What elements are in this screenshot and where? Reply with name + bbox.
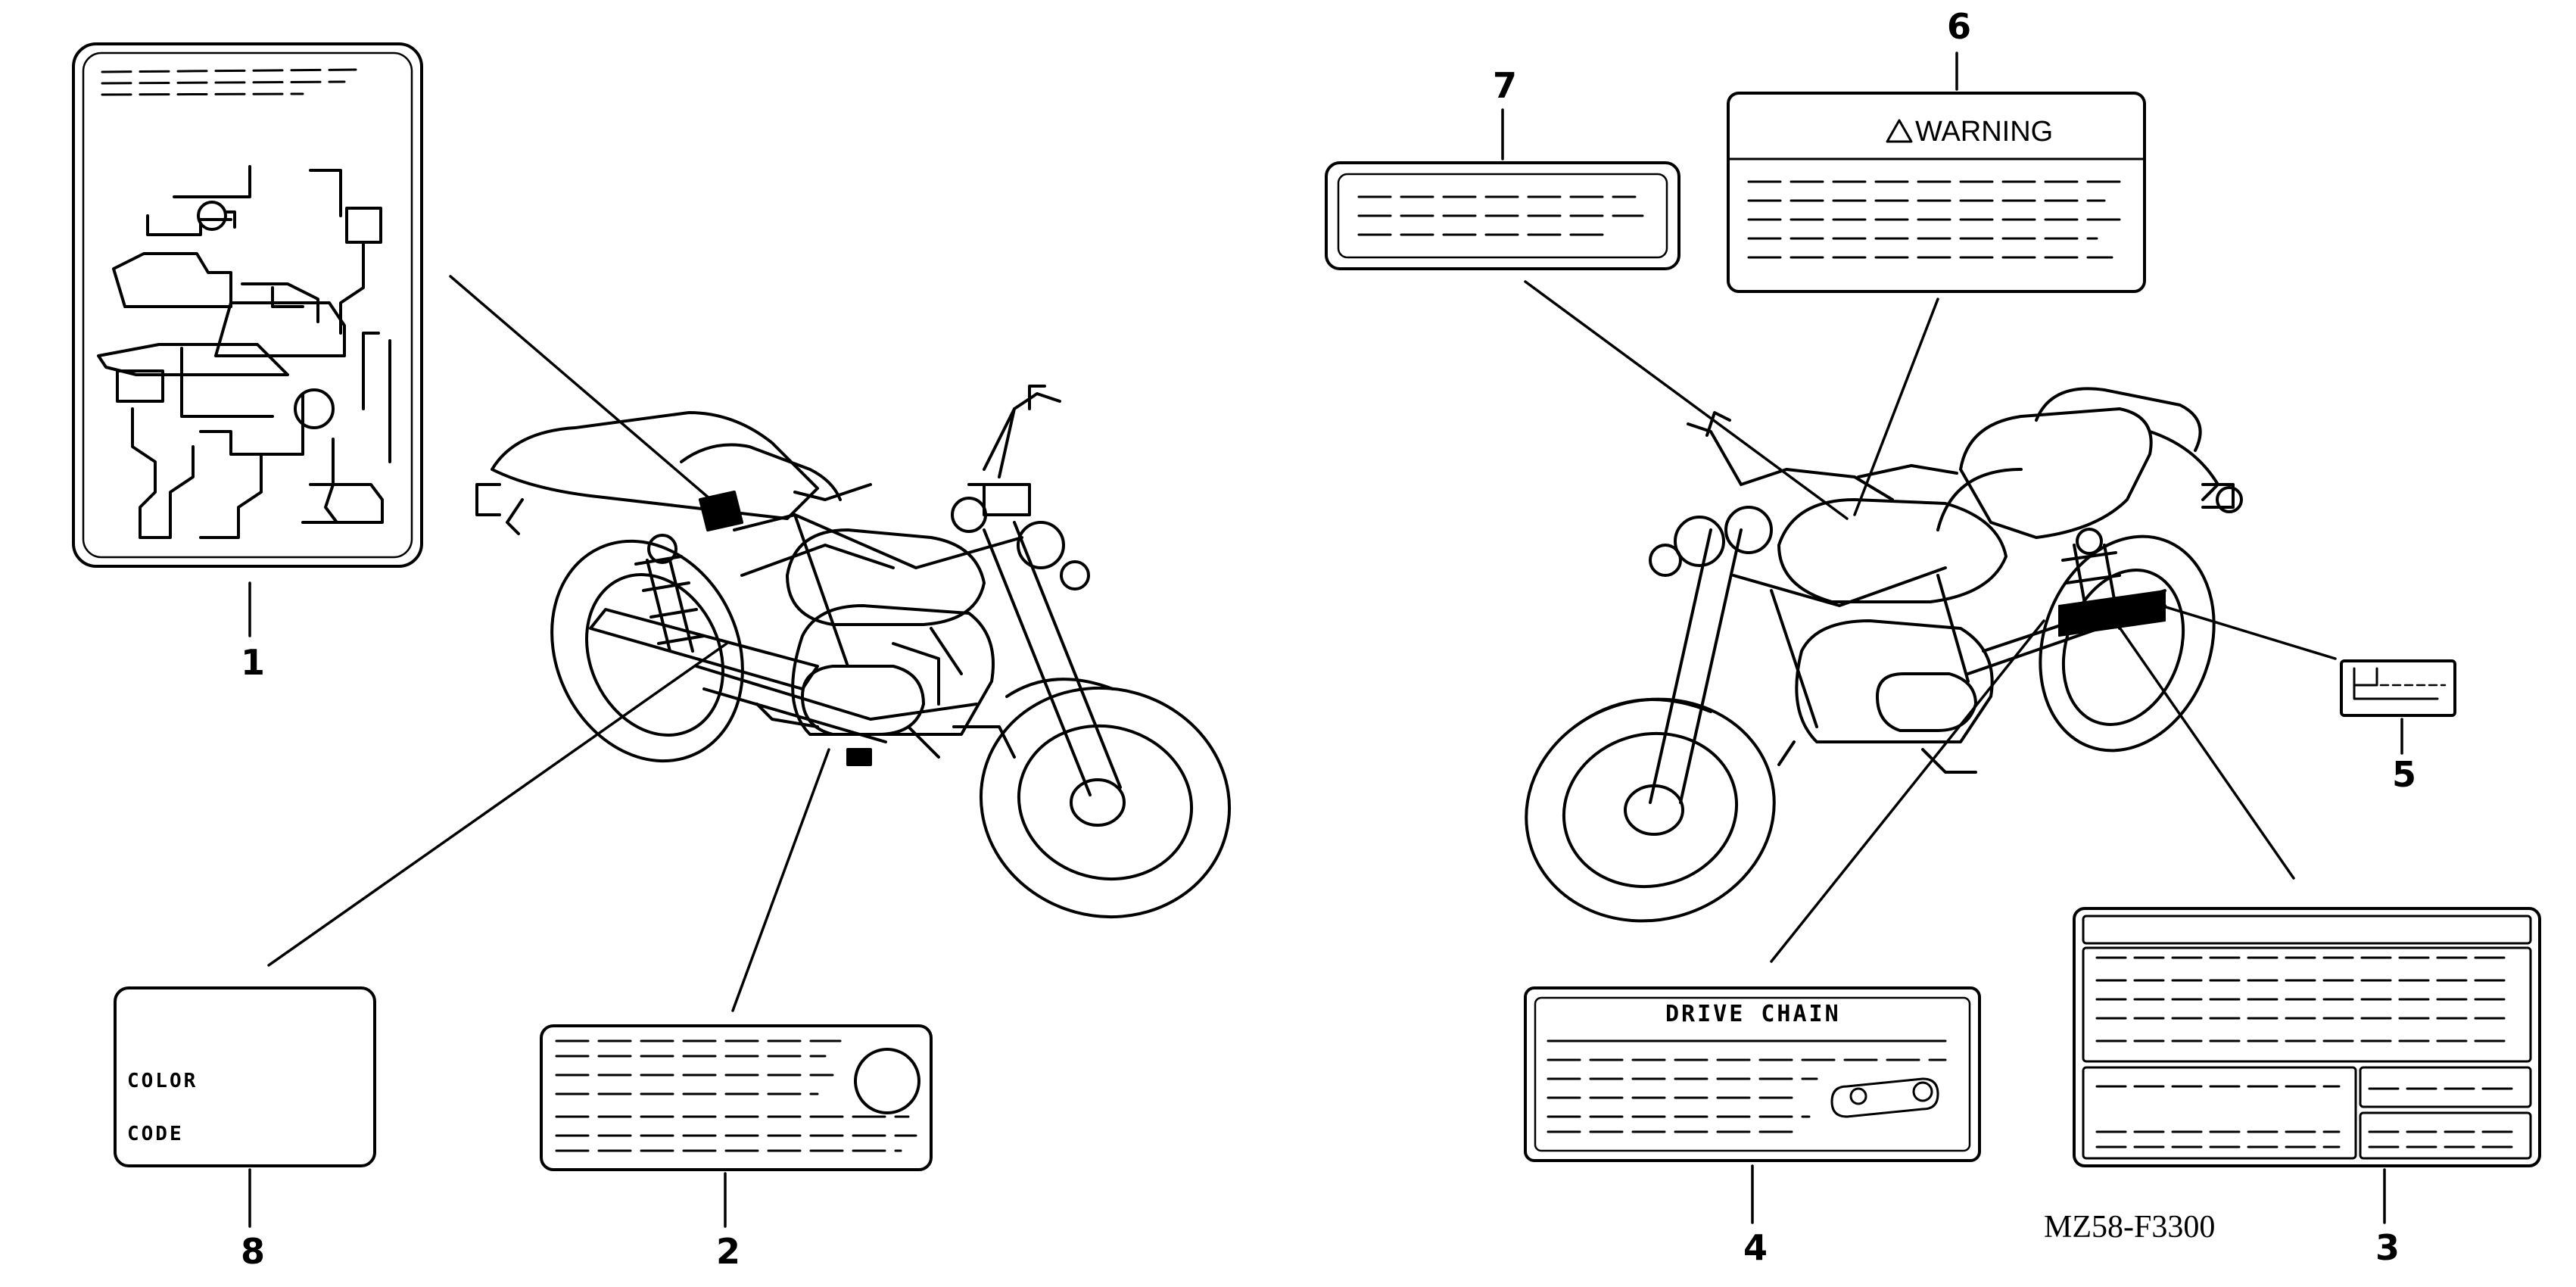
drawing-code: MZ58-F3300 bbox=[2044, 1210, 2216, 1245]
callout-4: 4 bbox=[1743, 1227, 1768, 1268]
motorcycle-right-view bbox=[1525, 387, 2243, 923]
label-8-color-code bbox=[114, 986, 376, 1167]
warning-text: WARNING bbox=[1915, 116, 2054, 148]
callout-3: 3 bbox=[2375, 1227, 2400, 1268]
label-6-warning bbox=[1727, 92, 2146, 293]
callout-7: 7 bbox=[1493, 65, 1518, 106]
label-1-routing-diagram bbox=[72, 42, 423, 568]
label-5-small bbox=[2340, 659, 2456, 717]
drive-chain-text: DRIVE CHAIN bbox=[1665, 1001, 1841, 1027]
code-text: CODE bbox=[127, 1123, 184, 1145]
motorcycle-left-view bbox=[475, 385, 1232, 919]
label-4-drive-chain bbox=[1524, 986, 1981, 1162]
callout-5: 5 bbox=[2392, 754, 2417, 795]
callout-2: 2 bbox=[716, 1231, 741, 1272]
label-3-info bbox=[2073, 907, 2541, 1167]
color-text: COLOR bbox=[127, 1070, 198, 1092]
callout-6: 6 bbox=[1947, 6, 1972, 47]
label-2-tire-info bbox=[540, 1024, 933, 1171]
label-7-info bbox=[1325, 161, 1680, 270]
callout-1: 1 bbox=[241, 642, 266, 683]
callout-8: 8 bbox=[241, 1231, 266, 1272]
